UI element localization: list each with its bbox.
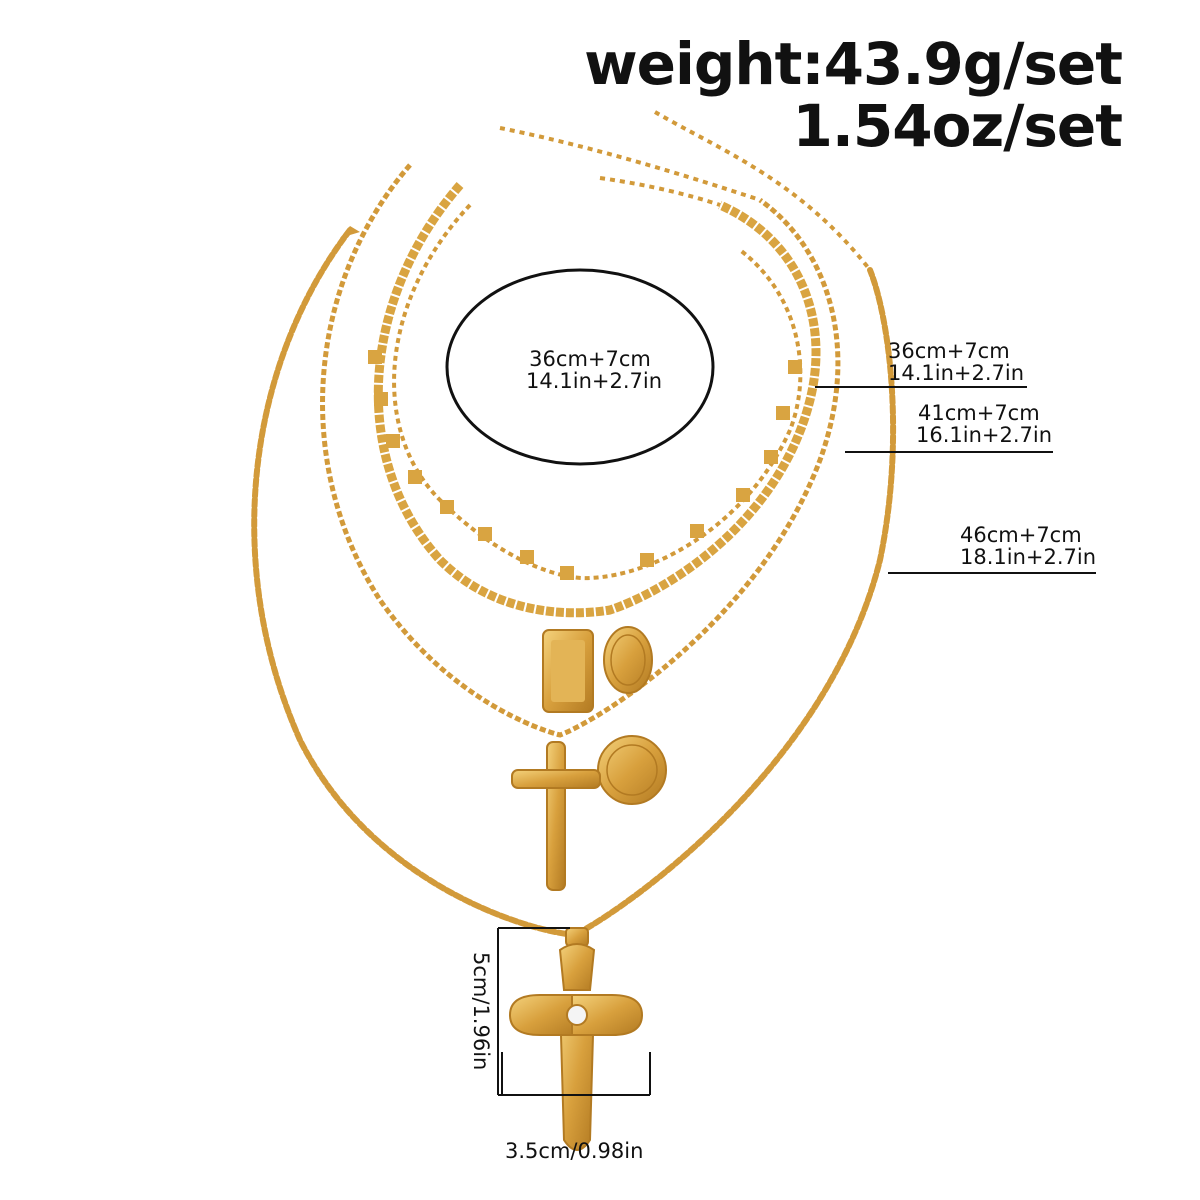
size-41cm-in: 16.1in+2.7in	[916, 423, 1053, 447]
crucifix-pendant	[511, 741, 601, 891]
round-medal-pendant	[597, 735, 667, 805]
cross-stations	[368, 350, 802, 580]
extension-chain-41cm	[499, 126, 761, 202]
size-36cm-in: 14.1in+2.7in	[888, 361, 1025, 385]
pendant-width-label: 3.5cm/0.98in	[505, 1139, 644, 1163]
size-label-41cm: 41cm+7cm 16.1in+2.7in	[916, 402, 1052, 446]
leader-line-36cm	[815, 386, 1027, 388]
size-36cm-cm: 36cm+7cm	[888, 339, 1010, 363]
cross-center-stone	[566, 1004, 588, 1026]
inner-size-oval	[445, 268, 715, 466]
inner-size-in: 14.1in+2.7in	[526, 369, 663, 393]
size-label-36cm: 36cm+7cm 14.1in+2.7in	[888, 340, 1024, 384]
chain-36cm-curb	[373, 182, 821, 618]
extension-chain-36cm	[599, 176, 721, 207]
size-41cm-cm: 41cm+7cm	[918, 401, 1040, 425]
inner-size-cm: 36cm+7cm	[529, 347, 651, 371]
pendant-dimension-lines	[497, 927, 651, 1096]
clasp-outer	[340, 226, 360, 238]
inner-size-label: 36cm+7cm 14.1in+2.7in	[518, 348, 662, 392]
extension-chain-outer	[653, 110, 872, 272]
leader-line-41cm	[845, 451, 1053, 453]
size-label-46cm: 46cm+7cm 18.1in+2.7in	[960, 524, 1096, 568]
size-46cm-cm: 46cm+7cm	[960, 523, 1082, 547]
weight-ounces-text: 1.54oz/set	[792, 92, 1123, 160]
leader-line-46cm	[888, 572, 1096, 574]
ornate-cross-pendant	[508, 927, 644, 1151]
size-46cm-in: 18.1in+2.7in	[960, 545, 1097, 569]
chain-36cm-cross-station	[392, 203, 803, 581]
weight-grams-text: weight:43.9g/set	[584, 30, 1123, 98]
chain-41cm	[320, 163, 841, 738]
pendant-height-label: 5cm/1.96in	[469, 952, 493, 1071]
